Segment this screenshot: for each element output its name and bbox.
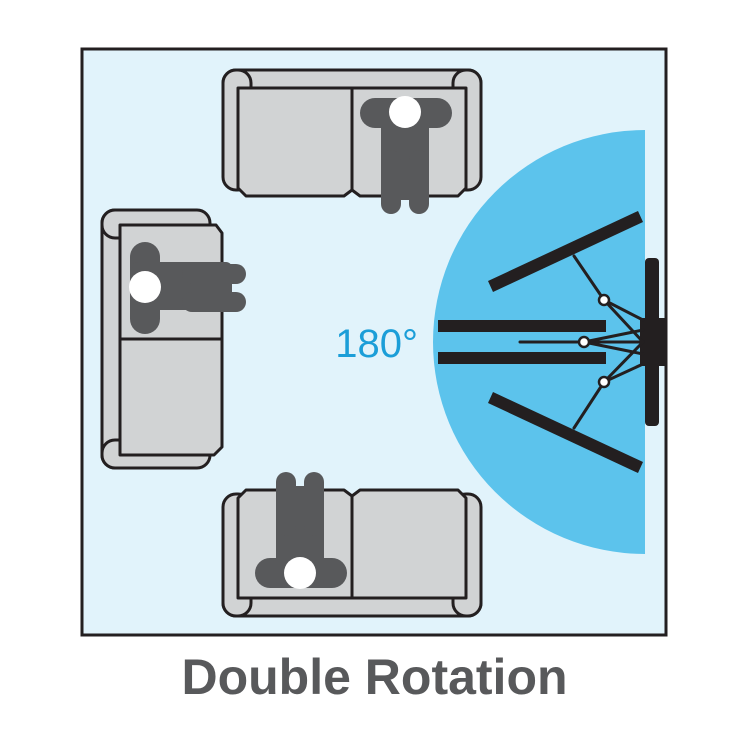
- person-top: [360, 96, 452, 214]
- person-left-head: [129, 271, 161, 303]
- tv-position-center-b: [438, 352, 606, 364]
- pivot-joint-lower: [597, 375, 611, 389]
- pivot-joints: [577, 293, 611, 389]
- tv-position-upper: [488, 211, 643, 292]
- person-left: [129, 242, 246, 334]
- tv-position-lower: [488, 392, 643, 473]
- sofa-left: [100, 208, 224, 470]
- pivot-joint-upper: [597, 293, 611, 307]
- person-top-head: [389, 96, 421, 128]
- sofa-bottom: [221, 488, 483, 618]
- caption-title: Double Rotation: [181, 649, 568, 705]
- sofa-top: [221, 68, 483, 198]
- tv-position-center-a: [438, 320, 606, 332]
- pivot-joint-center: [577, 335, 591, 349]
- tv-panels: [438, 211, 643, 473]
- person-bottom: [255, 472, 347, 589]
- person-bottom-head: [284, 557, 316, 589]
- angle-label: 180°: [335, 322, 418, 366]
